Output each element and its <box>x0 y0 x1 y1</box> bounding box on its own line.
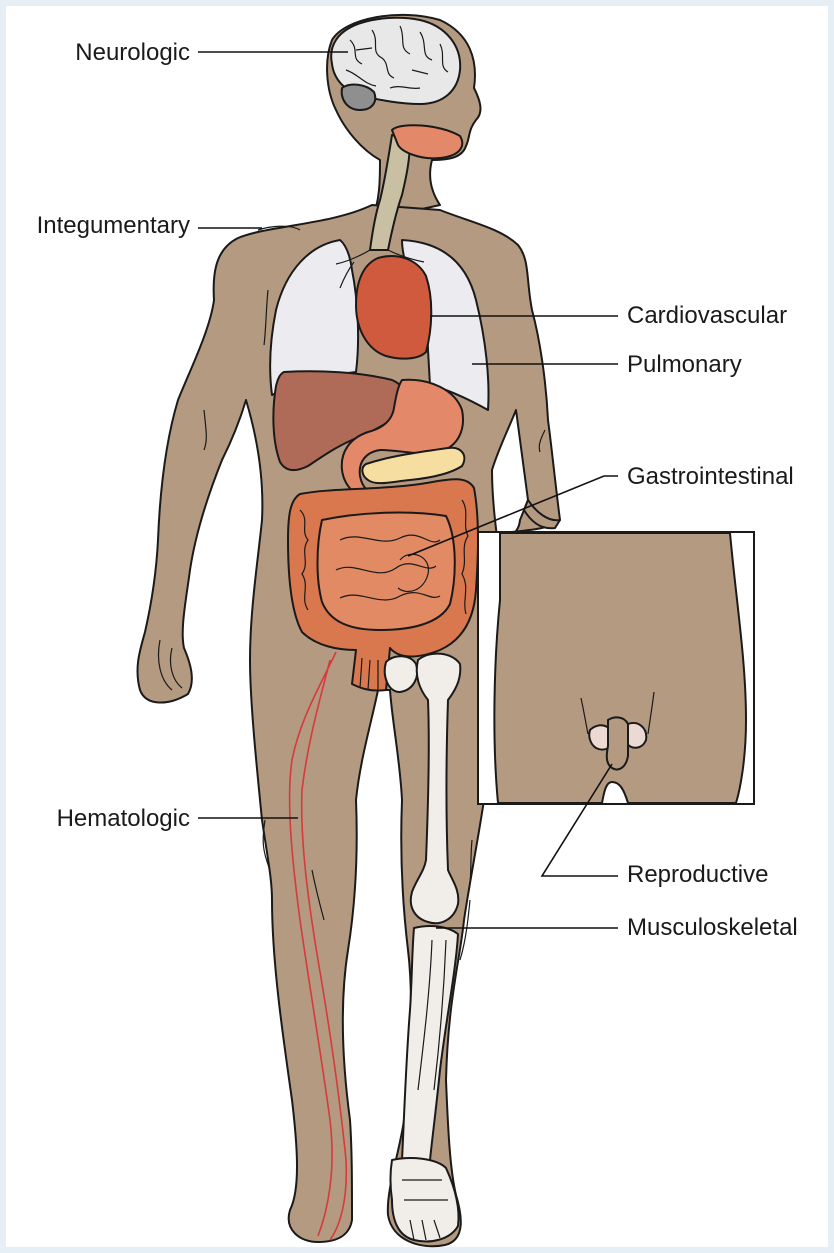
pancreas <box>361 446 466 485</box>
labels: Neurologic Integumentary Cardiovascular … <box>37 39 798 941</box>
leader-lines <box>198 51 618 929</box>
label-gastrointestinal: Gastrointestinal <box>627 463 794 490</box>
liver <box>272 370 407 472</box>
leader-gastrointestinal <box>407 475 618 557</box>
trachea-tube <box>369 134 411 251</box>
heart <box>355 255 433 360</box>
small-intestine <box>316 511 456 631</box>
label-integumentary: Integumentary <box>37 212 190 239</box>
femur <box>409 652 462 925</box>
label-cardiovascular: Cardiovascular <box>627 302 787 329</box>
bone-details <box>402 939 448 1241</box>
rectum-lines <box>359 657 379 691</box>
label-neurologic: Neurologic <box>75 39 190 66</box>
right-hand <box>523 499 561 530</box>
label-pulmonary: Pulmonary <box>627 351 742 378</box>
inset-contours <box>580 691 655 735</box>
penis <box>605 716 629 771</box>
leader-reproductive <box>540 763 618 877</box>
intestines <box>287 478 479 692</box>
trachea <box>335 124 464 289</box>
muscle-lines <box>203 225 546 961</box>
intestine-folds <box>299 499 469 615</box>
leg-skeleton <box>383 652 462 1243</box>
mouth-pharynx <box>391 124 464 160</box>
brain-folds <box>345 25 449 90</box>
label-reproductive: Reproductive <box>627 861 768 888</box>
cerebrum <box>330 16 462 105</box>
brain <box>330 16 462 111</box>
inset-pelvis <box>493 532 747 804</box>
left-hand-fingers <box>157 639 183 691</box>
reproductive-inset <box>477 531 755 805</box>
label-musculoskeletal: Musculoskeletal <box>627 914 798 941</box>
label-hematologic: Hematologic <box>57 805 190 832</box>
blood-vessels <box>288 651 348 1241</box>
cerebellum <box>340 83 377 111</box>
bronchi <box>335 249 425 289</box>
pelvis-bone <box>383 655 419 693</box>
